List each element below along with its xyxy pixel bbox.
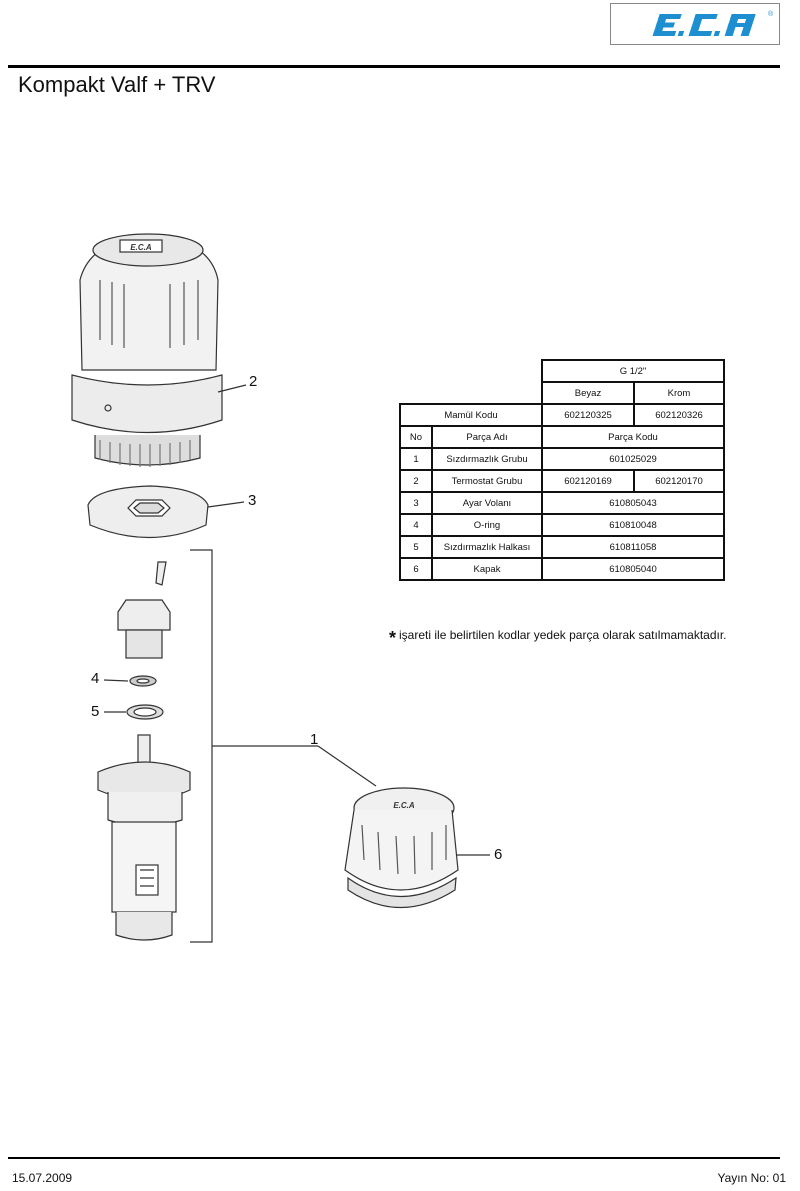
column-header-no: No — [399, 425, 433, 449]
row-part-name: Kapak — [431, 557, 543, 581]
row-part-name: O-ring — [431, 513, 543, 537]
table-row: 5 Sızdırmazlık Halkası 610811058 — [399, 535, 725, 559]
callout-5: 5 — [91, 703, 100, 720]
row-no: 3 — [399, 491, 433, 515]
product-code-white: 602120325 — [541, 403, 635, 427]
publication-date: 15.07.2009 — [12, 1171, 73, 1185]
registered-mark: ® — [768, 10, 774, 18]
footer-divider — [8, 1157, 780, 1159]
row-part-code: 610805040 — [541, 557, 725, 581]
table-row: 2 Termostat Grubu 602120169 602120170 — [399, 469, 725, 493]
asterisk-marker: * — [389, 628, 397, 648]
row-part-code-chrome: 602120170 — [633, 469, 725, 493]
note-text: işareti ile belirtilen kodlar yedek parç… — [399, 628, 727, 642]
table-row: 6 Kapak 610805040 — [399, 557, 725, 581]
revision-number: Yayın No: 01 — [717, 1171, 786, 1185]
svg-text:E.C.A: E.C.A — [393, 801, 415, 810]
table-row: 4 O-ring 610810048 — [399, 513, 725, 537]
column-header-part-code: Parça Kodu — [541, 425, 725, 449]
column-header-part-name: Parça Adı — [431, 425, 543, 449]
callout-1: 1 — [310, 731, 319, 748]
header-divider — [8, 65, 780, 68]
row-no: 2 — [399, 469, 433, 493]
color-chrome-header: Krom — [633, 381, 725, 405]
table-row: 3 Ayar Volanı 610805043 — [399, 491, 725, 515]
eca-logo: ® — [610, 3, 780, 45]
table-row: 1 Sızdırmazlık Grubu 601025029 — [399, 447, 725, 471]
row-no: 4 — [399, 513, 433, 537]
callout-6: 6 — [494, 846, 503, 863]
row-part-code-white: 602120169 — [541, 469, 635, 493]
callout-3: 3 — [248, 492, 257, 509]
callout-2: 2 — [249, 373, 258, 390]
row-no: 1 — [399, 447, 433, 471]
valve-insert-illustration — [117, 599, 171, 659]
connection-size-header: G 1/2" — [541, 359, 725, 383]
color-white-header: Beyaz — [541, 381, 635, 405]
product-code-chrome: 602120326 — [633, 403, 725, 427]
row-no: 5 — [399, 535, 433, 559]
row-part-code: 610810048 — [541, 513, 725, 537]
row-part-name: Termostat Grubu — [431, 469, 543, 493]
page-title: Kompakt Valf + TRV — [18, 72, 216, 97]
cap-illustration: E.C.A — [344, 787, 459, 908]
row-part-name: Ayar Volanı — [431, 491, 543, 515]
spare-parts-note: *işareti ile belirtilen kodlar yedek par… — [389, 628, 727, 649]
row-part-code: 601025029 — [541, 447, 725, 471]
callout-4: 4 — [91, 670, 100, 687]
row-part-name: Sızdırmazlık Halkası — [431, 535, 543, 559]
row-no: 6 — [399, 557, 433, 581]
parts-table: G 1/2" Beyaz Krom Mamül Kodu 602120325 6… — [399, 359, 725, 581]
product-code-label: Mamül Kodu — [399, 403, 543, 427]
row-part-code: 610811058 — [541, 535, 725, 559]
valve-body-illustration — [97, 734, 191, 941]
adjustment-knob-illustration — [87, 485, 209, 539]
row-part-code: 610805043 — [541, 491, 725, 515]
row-part-name: Sızdırmazlık Grubu — [431, 447, 543, 471]
svg-text:E.C.A: E.C.A — [130, 243, 152, 252]
thermostat-head-illustration: E.C.A — [71, 233, 223, 467]
